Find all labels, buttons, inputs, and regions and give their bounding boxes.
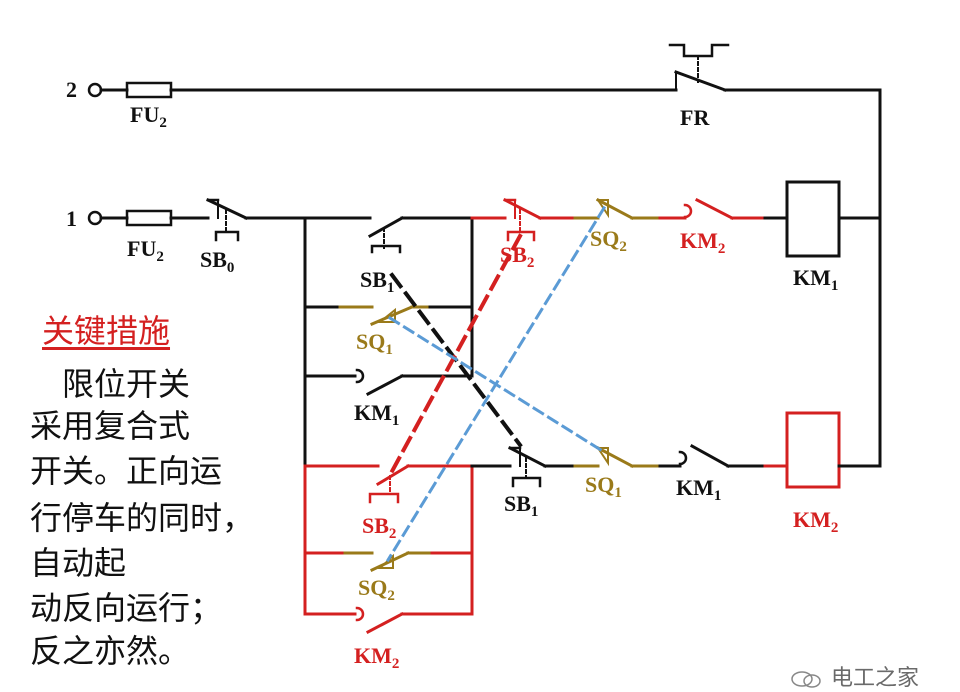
fr-label: FR xyxy=(680,105,710,130)
km1-coil-label: KM1 xyxy=(793,265,838,294)
sb0-stop-button xyxy=(206,198,248,242)
terminal-2-label: 2 xyxy=(66,77,77,102)
km1-left-label: KM1 xyxy=(354,400,399,429)
sb1-forward-button xyxy=(367,215,405,254)
km2-holding-contact xyxy=(355,606,405,635)
sq2-limit-left xyxy=(343,551,434,572)
km2-coil xyxy=(785,411,841,489)
sq1-limit-left xyxy=(338,305,432,326)
explanation-line-4: 行停车的同时， xyxy=(30,499,255,537)
sb2-interlock-top xyxy=(470,197,577,242)
explanation-line-2: 采用复合式 xyxy=(30,407,191,445)
fuse-fu2-bottom xyxy=(125,209,173,227)
km1-interlock-bottom xyxy=(678,443,767,469)
wechat-logo-icon xyxy=(791,671,821,688)
sb1-top-label: SB1 xyxy=(360,267,394,296)
km2-interlock-top xyxy=(658,197,767,221)
sq1-linkage-dashed xyxy=(387,315,607,455)
sq1-limit-bottom xyxy=(573,445,662,469)
sb2-reverse-button xyxy=(368,463,411,504)
key-measure-heading: 关键措施 xyxy=(42,312,171,350)
km2-coil-label: KM2 xyxy=(793,507,838,536)
fu2-bottom-label: FU2 xyxy=(127,236,164,265)
sb0-label: SB0 xyxy=(200,247,234,276)
explanation-line-7: 反之亦然。 xyxy=(30,632,191,670)
sb2-linkage-dashed xyxy=(387,233,523,478)
sq2-bottom-label: SQ2 xyxy=(358,575,395,604)
km1-holding-contact xyxy=(355,368,474,397)
sb1-interlock-bottom xyxy=(507,445,548,488)
explanation-line-3: 开关。正向运 xyxy=(30,452,223,490)
sq2-limit-top xyxy=(573,197,662,221)
sb2-top-label: SB2 xyxy=(500,242,534,271)
watermark-text: 电工之家 xyxy=(831,666,920,691)
sq2-top-label: SQ2 xyxy=(590,226,627,255)
explanation-line-6: 动反向运行； xyxy=(30,589,223,627)
fr-contact xyxy=(658,43,747,92)
terminal-1-label: 1 xyxy=(66,206,77,231)
sq1-left-label: SQ1 xyxy=(356,329,393,358)
sq1-bottom-label: SQ1 xyxy=(585,472,622,501)
terminal-2-icon xyxy=(87,82,103,98)
explanation-line-1: 限位开关 xyxy=(30,365,191,403)
km2-top-label: KM2 xyxy=(680,228,725,257)
fu2-top-label: FU2 xyxy=(130,102,167,131)
sb2-bottom-label: SB2 xyxy=(362,513,396,542)
explanation-line-5: 自动起 xyxy=(30,544,127,582)
sb1-bottom-label: SB1 xyxy=(504,491,538,520)
terminal-1-icon xyxy=(87,210,103,226)
km2-bottom-label: KM2 xyxy=(354,643,399,672)
km1-bottom-label: KM1 xyxy=(676,475,721,504)
fuse-fu2-top xyxy=(125,81,173,99)
watermark: 电工之家 xyxy=(790,660,919,692)
km1-coil xyxy=(785,180,841,258)
